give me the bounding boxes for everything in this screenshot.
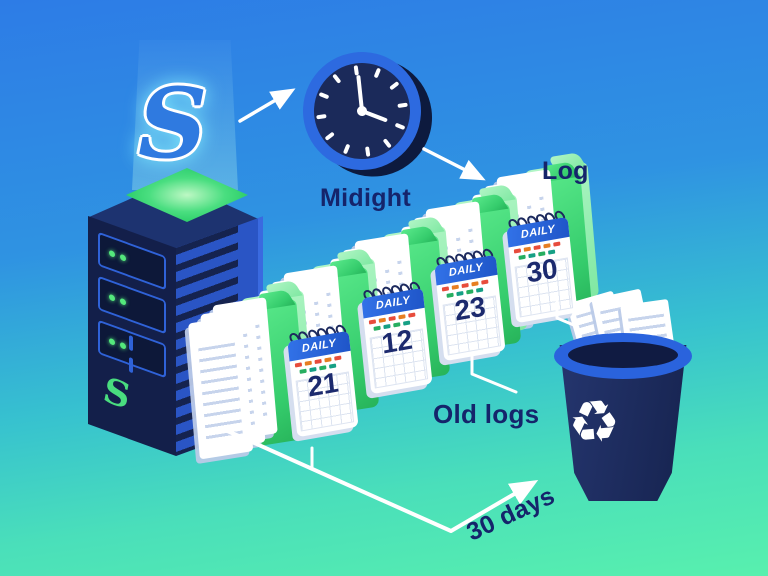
clock-tick bbox=[397, 102, 408, 108]
calendar-mark bbox=[408, 312, 416, 318]
s-swirl-logo-icon: S bbox=[138, 67, 208, 180]
arrow-server-to-clock bbox=[238, 88, 296, 123]
clock-tick bbox=[389, 81, 400, 91]
recycle-icon: ♻ bbox=[565, 385, 623, 459]
light-beam bbox=[132, 40, 238, 190]
server-logo-icon: S bbox=[104, 367, 130, 420]
calendar-mark bbox=[398, 314, 406, 320]
midnight-label: Midight bbox=[320, 184, 411, 212]
calendar-mark bbox=[513, 248, 522, 254]
clock-icon bbox=[295, 44, 429, 178]
trash-bin-icon: ♻ bbox=[552, 288, 694, 508]
clock-tick bbox=[342, 143, 351, 155]
clock-tick bbox=[332, 73, 342, 84]
calendar-mark bbox=[471, 281, 479, 287]
retention-label: 30 days bbox=[462, 481, 560, 547]
calendar-mark bbox=[481, 279, 489, 285]
log-label: Log bbox=[542, 157, 589, 185]
arrow-clock-to-log bbox=[422, 147, 486, 181]
clock-tick bbox=[316, 114, 327, 120]
server-front-face: S bbox=[88, 216, 176, 457]
calendar-mark bbox=[334, 355, 342, 361]
trash-bin-rim bbox=[554, 333, 692, 379]
clock-tick bbox=[353, 65, 359, 76]
calendar-mark bbox=[304, 360, 312, 366]
calendar-mark bbox=[461, 282, 469, 289]
clock-tick bbox=[373, 67, 382, 79]
calendar-mark bbox=[368, 319, 377, 325]
old-logs-label: Old logs bbox=[433, 399, 540, 429]
calendar-mark bbox=[314, 358, 322, 365]
clock-tick bbox=[365, 146, 371, 157]
calendar-mark bbox=[533, 244, 541, 251]
server-slot-mark bbox=[129, 356, 133, 374]
calendar-mark bbox=[543, 243, 551, 249]
calendar-mark bbox=[294, 362, 303, 368]
calendar-mark bbox=[523, 246, 531, 252]
calendar-mark bbox=[378, 317, 386, 323]
calendar-mark bbox=[441, 286, 450, 292]
calendar-mark bbox=[324, 357, 332, 363]
calendar-mark bbox=[553, 241, 561, 247]
clock-tick bbox=[318, 91, 330, 100]
clock-tick bbox=[394, 122, 406, 131]
server-slot-mark bbox=[129, 334, 133, 352]
clock-tick bbox=[382, 138, 392, 149]
calendar-mark bbox=[388, 315, 396, 322]
clock-tick bbox=[324, 131, 335, 141]
calendar-mark bbox=[451, 284, 459, 290]
